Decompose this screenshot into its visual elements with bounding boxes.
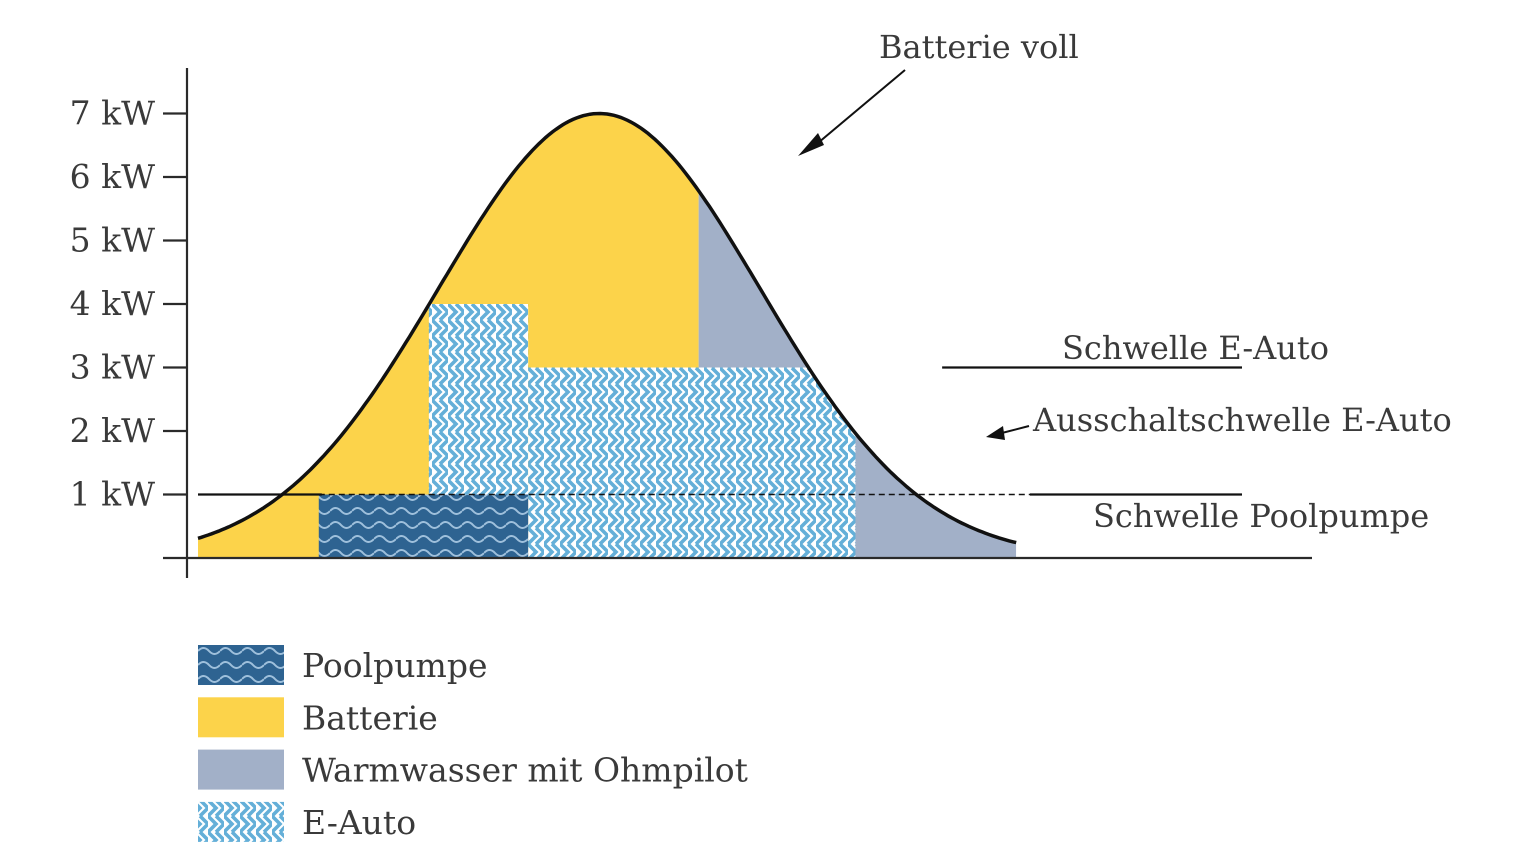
legend-label-poolpumpe: Poolpumpe	[302, 646, 487, 685]
y-tick-label-2: 2 kW	[70, 411, 155, 450]
y-tick-label-4: 4 kW	[70, 284, 155, 323]
arrow-batterie-voll-head	[798, 133, 824, 156]
y-axis-ticks: 1 kW 2 kW 3 kW 4 kW 5 kW 6 kW 7 kW	[70, 94, 187, 514]
legend-label-e_auto: E-Auto	[302, 803, 416, 842]
legend-label-warmwasser: Warmwasser mit Ohmpilot	[302, 751, 748, 790]
legend-swatch-poolpumpe	[198, 645, 284, 685]
threshold-label-poolpumpe: Schwelle Poolpumpe	[1093, 497, 1429, 535]
legend-swatch-warmwasser	[198, 749, 284, 790]
annotation-batterie-voll: Batterie voll	[879, 28, 1079, 66]
pv-generation-curve	[197, 111, 1017, 545]
legend-label-batterie: Batterie	[302, 698, 438, 737]
legend-swatch-e_auto	[198, 801, 284, 842]
legend-swatch-batterie	[198, 697, 284, 738]
y-tick-label-5: 5 kW	[70, 221, 155, 260]
arrow-batterie-voll-line	[811, 69, 906, 149]
poolpumpe-area	[318, 494, 529, 558]
arrow-ausschaltschwelle-head	[986, 426, 1005, 440]
plot-fills	[198, 113, 1017, 558]
axes	[163, 68, 1312, 578]
y-tick-label-6: 6 kW	[70, 157, 155, 196]
y-tick-label-3: 3 kW	[70, 348, 155, 387]
threshold-lines	[198, 366, 1242, 496]
y-tick-label-1: 1 kW	[70, 475, 155, 514]
threshold-label-e-auto: Schwelle E-Auto	[1062, 329, 1329, 367]
e-auto-area-2	[528, 367, 856, 558]
y-tick-label-7: 7 kW	[70, 94, 155, 133]
annotation-ausschaltschwelle: Ausschaltschwelle E-Auto	[1032, 401, 1452, 439]
